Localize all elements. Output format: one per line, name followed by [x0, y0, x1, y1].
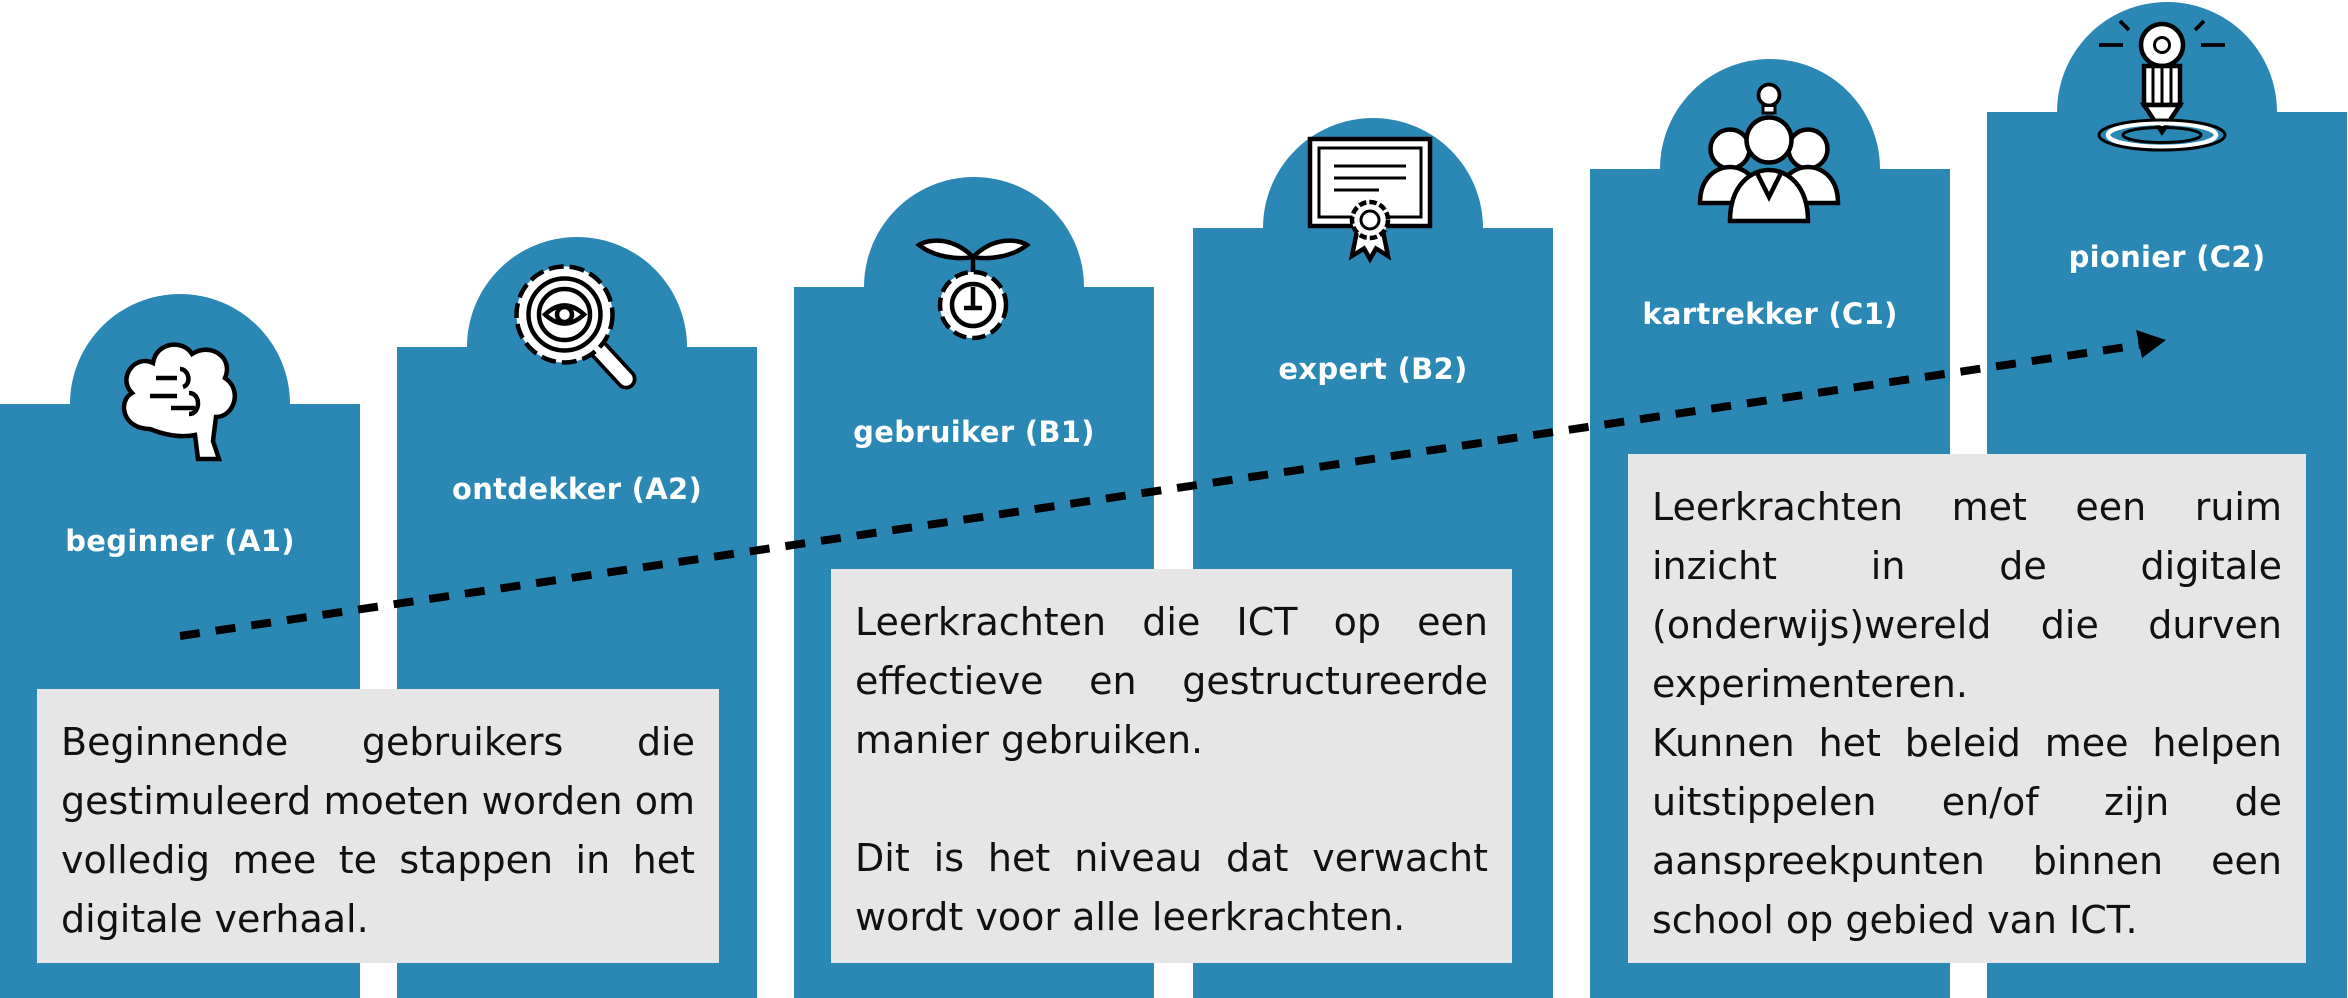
description-text: Leerkrachten met een ruim inzicht in de …	[1652, 485, 2282, 706]
description-text: Beginnende gebruikers die gestimuleerd m…	[61, 720, 695, 941]
gear-eye-magnifier-icon	[514, 264, 637, 390]
lightbulb-pencil-icon	[2097, 19, 2227, 152]
level-label: kartrekker (C1)	[1642, 297, 1898, 331]
description-text: Dit is het niveau dat verwacht wordt voo…	[855, 836, 1488, 939]
people-lightbulb-icon	[1697, 82, 1841, 224]
description-text: Kunnen het beleid mee helpen uitstippele…	[1652, 721, 2282, 942]
certificate-icon	[1307, 136, 1433, 264]
description-box-a1: Beginnende gebruikers die gestimuleerd m…	[37, 689, 719, 963]
level-label: gebruiker (B1)	[853, 415, 1095, 449]
level-label: ontdekker (A2)	[451, 472, 703, 506]
description-box-c1: Leerkrachten met een ruim inzicht in de …	[1628, 454, 2306, 963]
sprout-gear-icon	[915, 238, 1031, 341]
brain-icon	[121, 342, 237, 462]
level-label: pionier (C2)	[2068, 240, 2266, 274]
level-label: expert (B2)	[1278, 352, 1468, 386]
level-label: beginner (A1)	[65, 524, 295, 558]
description-text: Leerkrachten die ICT op een effectieve e…	[855, 600, 1488, 762]
description-box-b1: Leerkrachten die ICT op een effectieve e…	[831, 569, 1512, 963]
